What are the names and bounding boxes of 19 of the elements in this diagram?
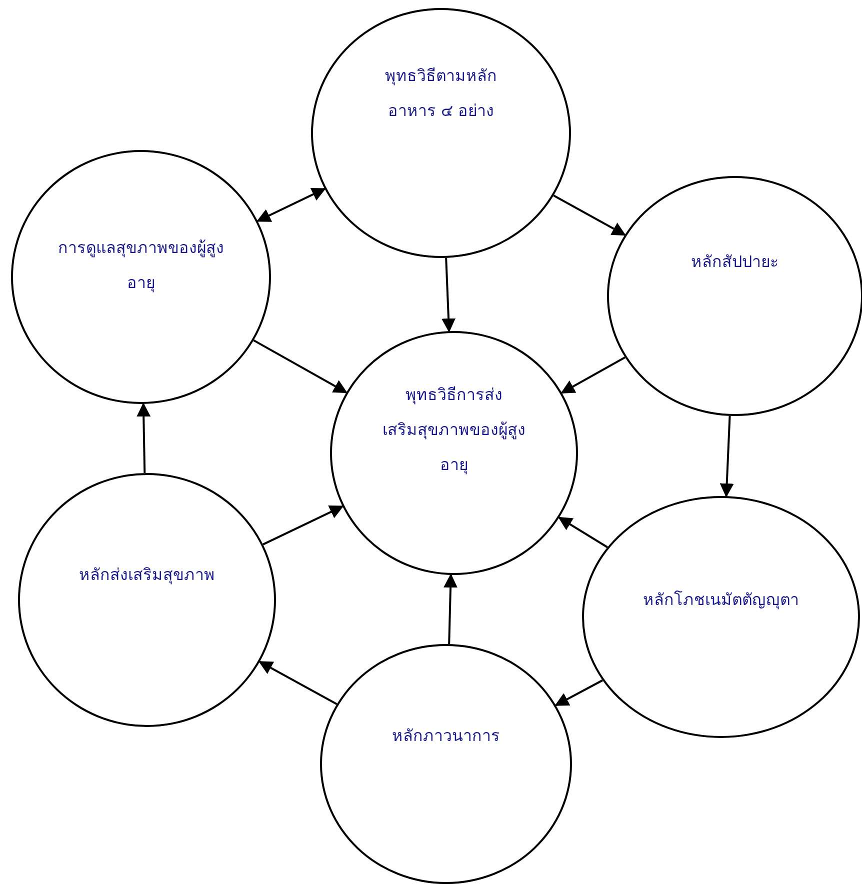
arrow [253,339,348,394]
node-label: หลักส่งเสริมสุขภาพ [78,564,216,586]
arrow [258,660,338,705]
arrow [262,505,344,546]
node-label: พุทธวิธีการส่งเสริมสุขภาพของผู้สูงอายุ [382,384,526,476]
arrow [560,356,626,394]
node-label: หลักสัปปายะ [690,251,780,273]
node-label: การดูแลสุขภาพของผู้สูงอายุ [57,237,225,294]
arrow [136,402,151,474]
arrow [558,516,608,548]
arrow [720,416,734,498]
arrow [553,194,626,236]
node-label: หลักโภชเนมัตตัญญุตา [642,589,800,612]
node-label: พุทธวิธีตามหลักอาหาร ๔ อย่าง [384,65,498,122]
arrow [554,679,604,706]
arrow [442,258,456,332]
node-label: หลักภาวนาการ [391,725,501,747]
arrow [256,188,326,222]
arrow [444,574,458,644]
